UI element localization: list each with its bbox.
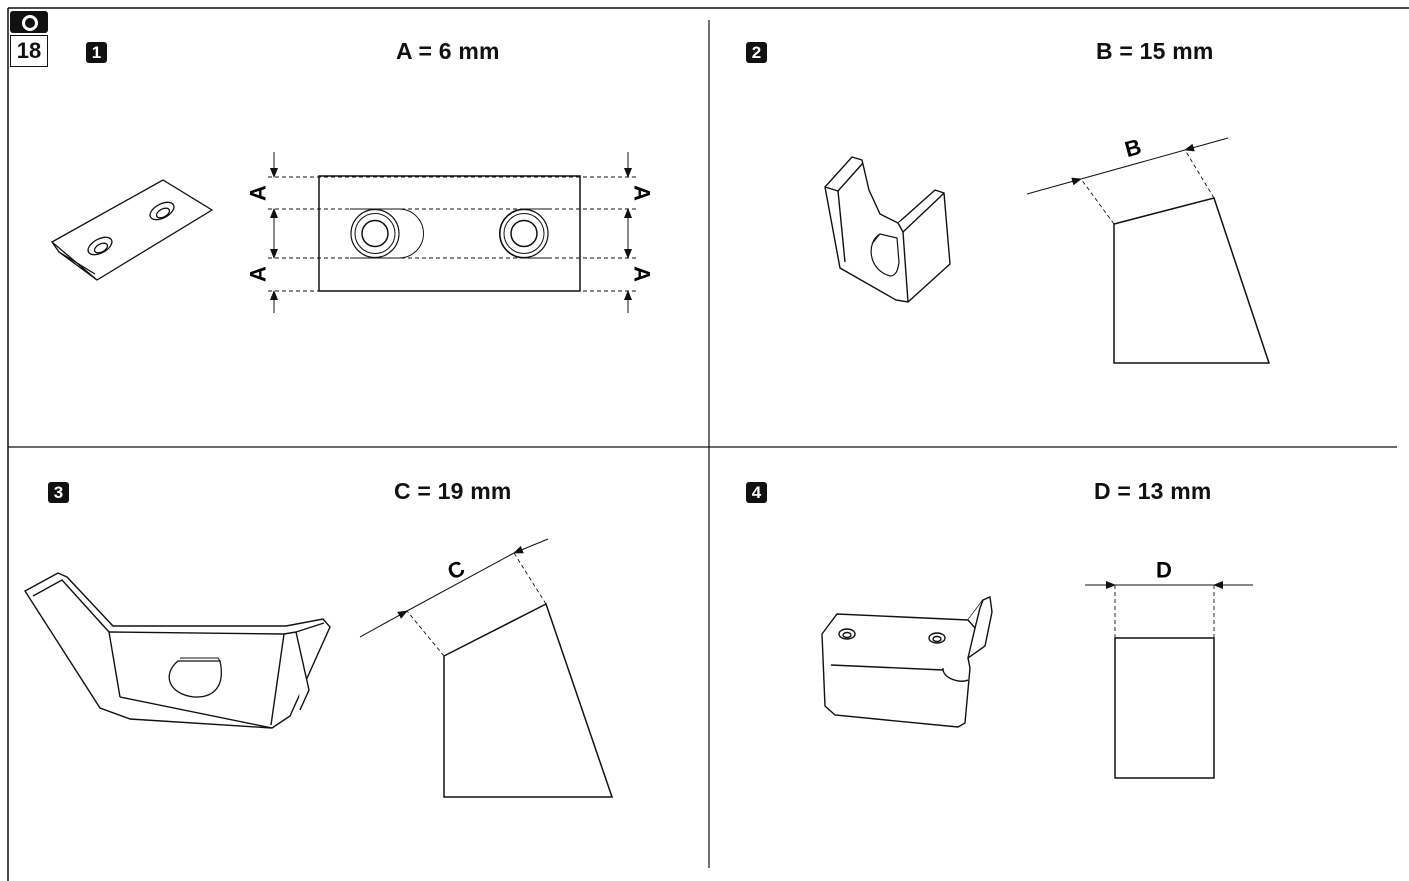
panel-1-dim-label-left-top: A [246, 185, 271, 201]
panel-1-dim-label-right-bottom: A [630, 266, 655, 282]
panel-4-profile [1085, 581, 1253, 779]
panel-2-dim-label: B [1122, 134, 1144, 162]
camera-icon [10, 11, 48, 33]
panel-4-dim-label: D [1156, 558, 1172, 583]
panel-2-profile [1026, 137, 1271, 364]
figure-camera-badge: 18 [10, 11, 48, 67]
panel-3-profile [359, 538, 614, 798]
panel-1-part-isometric [50, 179, 214, 281]
panel-1-dim-label-right-top: A [630, 185, 655, 201]
panel-4-badge: 4 [746, 482, 767, 503]
panel-1-badge: 1 [86, 42, 107, 63]
panel-3-equation: C = 19 mm [394, 478, 512, 504]
panel-3-dim-label: C [444, 555, 469, 584]
panel-1-dimension-arrows [270, 152, 632, 313]
page-frame [7, 7, 1409, 881]
panel-2-badge: 2 [746, 42, 767, 63]
figure-number: 18 [10, 35, 48, 67]
panel-3-part-isometric [24, 572, 331, 729]
panel-1-dim-label-left-bottom: A [246, 266, 271, 282]
panel-4-part-isometric [821, 595, 993, 728]
panel-1-equation: A = 6 mm [396, 38, 500, 64]
panel-3-badge: 3 [48, 482, 69, 503]
panel-2-equation: B = 15 mm [1096, 38, 1214, 64]
panel-2-part-isometric [824, 156, 951, 303]
panel-1-part-plan [268, 175, 636, 292]
panel-4-equation: D = 13 mm [1094, 478, 1212, 504]
